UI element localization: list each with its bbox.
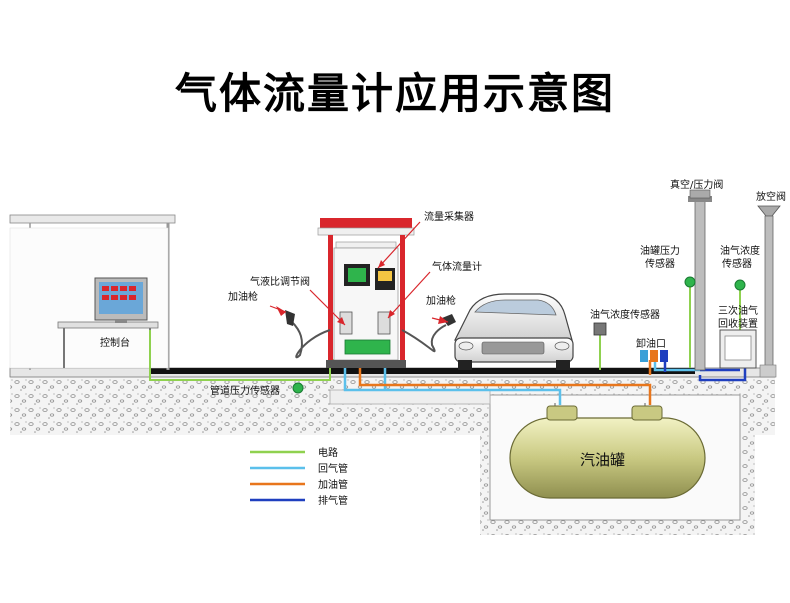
- legend-item: 电路: [250, 446, 338, 459]
- callout-lines: [309, 221, 431, 326]
- legend-label: 排气管: [318, 494, 348, 507]
- control-desk: [57, 277, 159, 368]
- label-pipe-pressure-sensor: 管道压力传感器: [210, 384, 280, 397]
- label-gas-liquid-valve: 气液比调节阀: [250, 275, 310, 288]
- label-vapor-conc-sensor-right-2: 传感器: [722, 257, 752, 270]
- label-unload-port: 卸油口: [636, 337, 666, 350]
- sensors: [292, 276, 746, 394]
- label-tank: 汽油罐: [580, 451, 625, 469]
- gasoline-tank: [509, 405, 706, 499]
- label-recovery-unit-1: 三次油气: [718, 304, 758, 317]
- label-nozzle-left: 加油枪: [228, 290, 258, 303]
- nozzles: [291, 321, 447, 359]
- page-title: 气体流量计应用示意图: [174, 69, 615, 118]
- label-vacuum-valve: 真空/压力阀: [670, 178, 723, 191]
- label-vapor-conc-sensor-mid: 油气浓度传感器: [590, 308, 660, 321]
- label-control-desk: 控制台: [100, 336, 130, 349]
- label-nozzle-right: 加油枪: [426, 294, 456, 307]
- car: [454, 293, 574, 370]
- vent-valve: [757, 205, 781, 378]
- legend-item: 加油管: [250, 478, 348, 491]
- legend-item: 回气管: [250, 462, 348, 475]
- legend-label: 电路: [318, 446, 338, 459]
- label-recovery-unit-2: 回收装置: [718, 317, 758, 330]
- label-tank-pressure-sensor-1: 油罐压力: [640, 244, 680, 257]
- label-vent-valve: 放空阀: [756, 190, 786, 203]
- legend-label: 回气管: [318, 462, 348, 475]
- label-flow-collector: 流量采集器: [424, 210, 474, 223]
- label-gas-flowmeter: 气体流量计: [432, 260, 482, 273]
- label-tank-pressure-sensor-2: 传感器: [645, 257, 675, 270]
- label-vapor-conc-sensor-right-1: 油气浓度: [720, 244, 760, 257]
- legend-label: 加油管: [318, 478, 348, 491]
- legend-item: 排气管: [250, 494, 348, 507]
- vacuum-pressure-valve: [688, 189, 712, 371]
- recovery-unit: [719, 329, 757, 369]
- fuel-dispenser: [317, 218, 415, 368]
- legend: 电路 回气管 加油管 排气管: [250, 446, 348, 507]
